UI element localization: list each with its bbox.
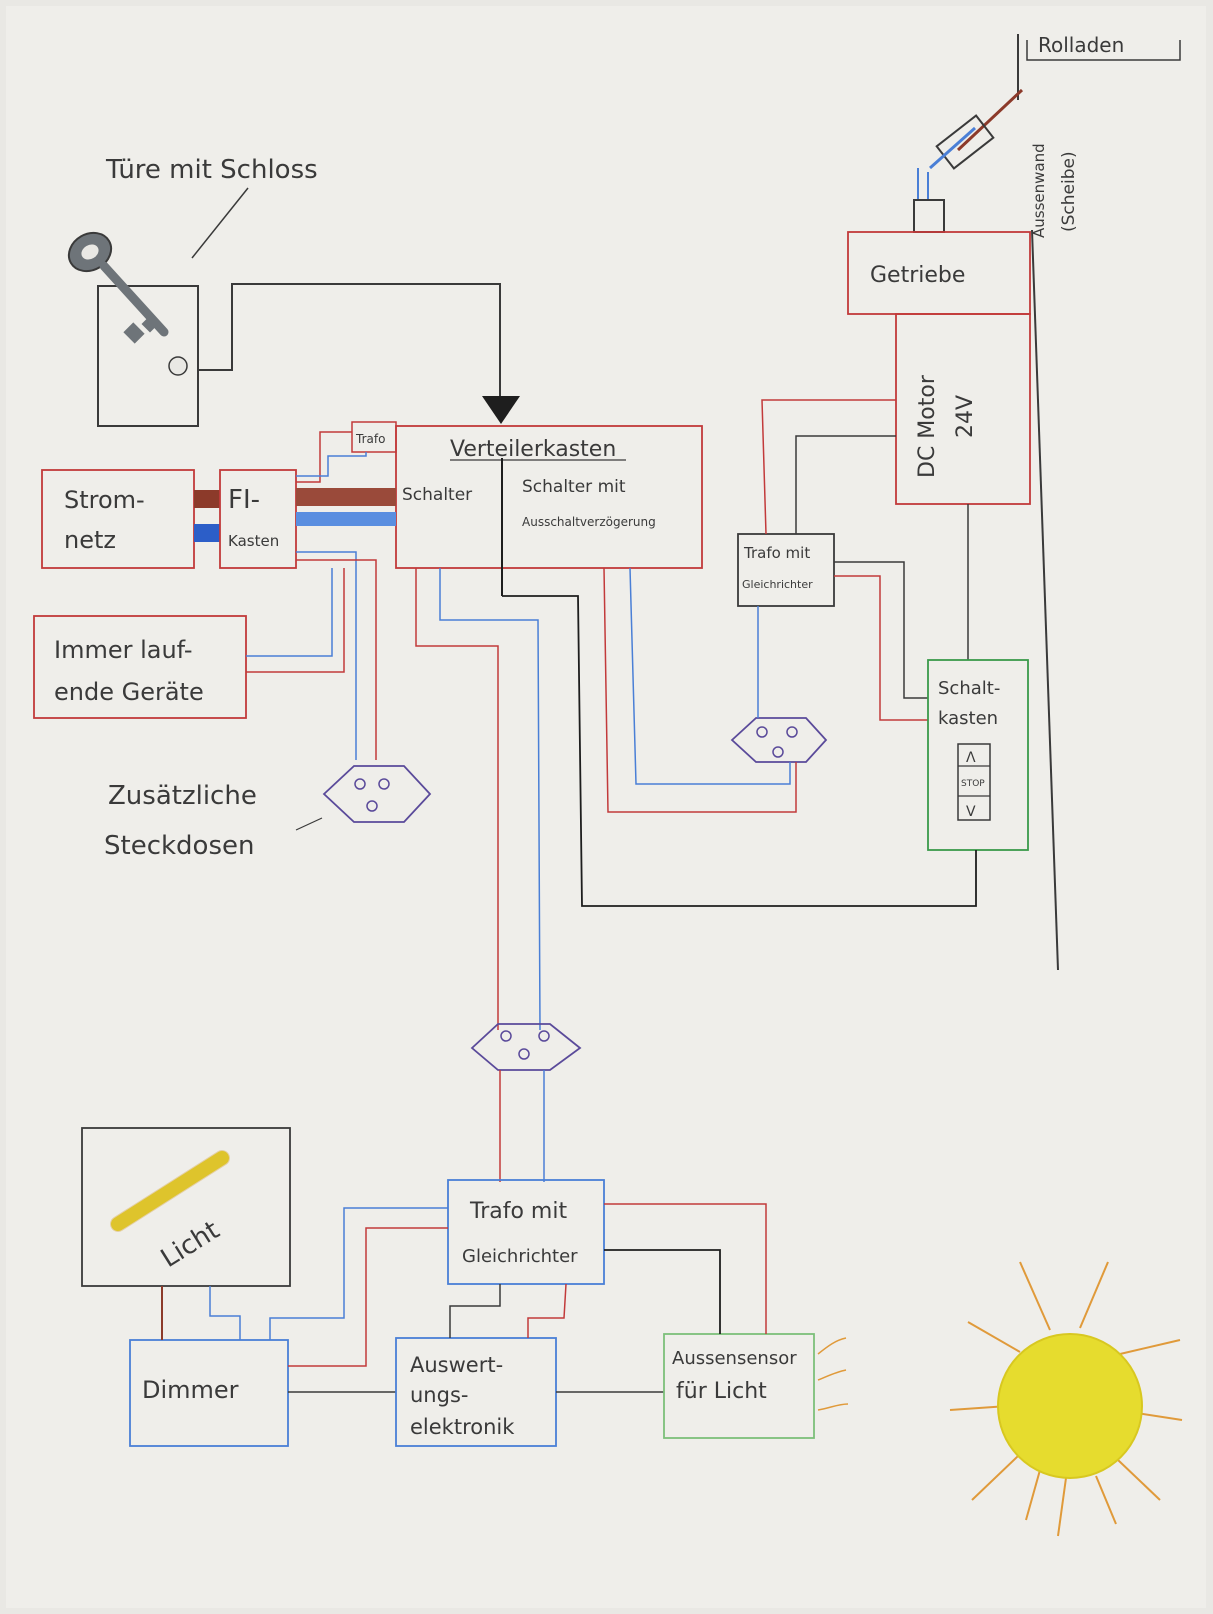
schaltkasten-label-2: kasten	[938, 708, 998, 729]
steckdose-rechts	[730, 717, 828, 763]
auswertungselektronik-box: Auswert- ungs- elektronik	[395, 1337, 557, 1447]
verteilerkasten-label: Verteilerkasten	[450, 437, 616, 462]
ausw-label-3: elektronik	[410, 1415, 515, 1439]
fi-label-2: Kasten	[228, 532, 279, 550]
door-rect	[97, 285, 199, 427]
trafo-main-label-1: Trafo mit	[469, 1199, 567, 1224]
ausschalt-label: Ausschaltverzögerung	[522, 515, 656, 529]
schalter-mit-label: Schalter mit	[522, 477, 626, 497]
rolladen-section: Rolladen Aussenwand (Scheibe)	[913, 33, 1181, 971]
sensor-label-1: Aussensensor	[672, 1348, 797, 1369]
scheibe-label: (Scheibe)	[1059, 151, 1079, 232]
lock-icon	[168, 356, 188, 376]
schalter-label: Schalter	[402, 485, 472, 505]
light-ray-icons	[817, 1337, 849, 1411]
ausw-label-1: Auswert-	[410, 1353, 503, 1377]
voltage-label: 24V	[953, 395, 978, 438]
sun-icon	[949, 1261, 1183, 1537]
socket-icon	[470, 1023, 582, 1071]
up-button-icon: Λ	[966, 750, 976, 766]
dc-motor-label: DC Motor	[915, 374, 940, 478]
getriebe-label: Getriebe	[870, 263, 965, 288]
trafo-gl-small-1: Trafo mit	[743, 544, 810, 562]
trafo-gl-small-2: Gleichrichter	[742, 578, 813, 591]
lamp-tube-icon	[111, 1151, 229, 1231]
stromnetz-label-1: Strom-	[64, 486, 145, 514]
dimmer-label: Dimmer	[142, 1376, 239, 1404]
stop-button-icon: STOP	[961, 779, 985, 789]
tuere-label: Türe mit Schloss	[105, 155, 318, 185]
immer-label-1: Immer lauf-	[54, 636, 192, 664]
immer-laufende-geraete-box: Immer lauf- ende Geräte	[33, 615, 247, 719]
zusatz-steckdose	[322, 765, 432, 823]
stromnetz-box: Strom- netz	[41, 469, 195, 569]
trafo-main-label-2: Gleichrichter	[462, 1246, 578, 1267]
aussenwand-label: Aussenwand	[1030, 143, 1048, 238]
socket-icon	[322, 765, 432, 823]
schaltkasten: Schalt- kasten Λ STOP V	[927, 659, 1029, 851]
zusatz-label-2: Steckdosen	[104, 831, 254, 861]
arrow-down-icon	[482, 396, 520, 424]
trafo-gleichrichter-small: Trafo mit Gleichrichter	[737, 533, 835, 607]
socket-icon	[730, 717, 828, 763]
dimmer-box: Dimmer	[129, 1339, 289, 1447]
key-icon	[67, 231, 169, 344]
door-with-lock: Türe mit Schloss	[67, 155, 520, 427]
trafo-small-box	[351, 421, 397, 453]
stromnetz-label-2: netz	[64, 526, 116, 554]
sensor-label-2: für Licht	[676, 1379, 767, 1404]
schaltkasten-label-1: Schalt-	[938, 678, 1000, 699]
immer-label-2: ende Geräte	[54, 678, 204, 706]
steckdose-mitte	[470, 1023, 582, 1071]
aussensensor-box: Aussensensor für Licht	[663, 1333, 849, 1439]
down-button-icon: V	[966, 804, 976, 820]
drive-shaft	[913, 114, 995, 233]
rolladen-label: Rolladen	[1038, 33, 1124, 57]
ausw-label-2: ungs-	[410, 1383, 468, 1407]
trafo-small-label: Trafo	[355, 432, 385, 446]
zusatz-label-1: Zusätzliche	[108, 781, 257, 811]
trafo-gleichrichter-main: Trafo mit Gleichrichter	[447, 1179, 605, 1285]
paper-background	[6, 6, 1206, 1608]
fi-label-1: FI-	[228, 485, 260, 515]
dc-motor-box: DC Motor 24V	[895, 313, 1031, 505]
